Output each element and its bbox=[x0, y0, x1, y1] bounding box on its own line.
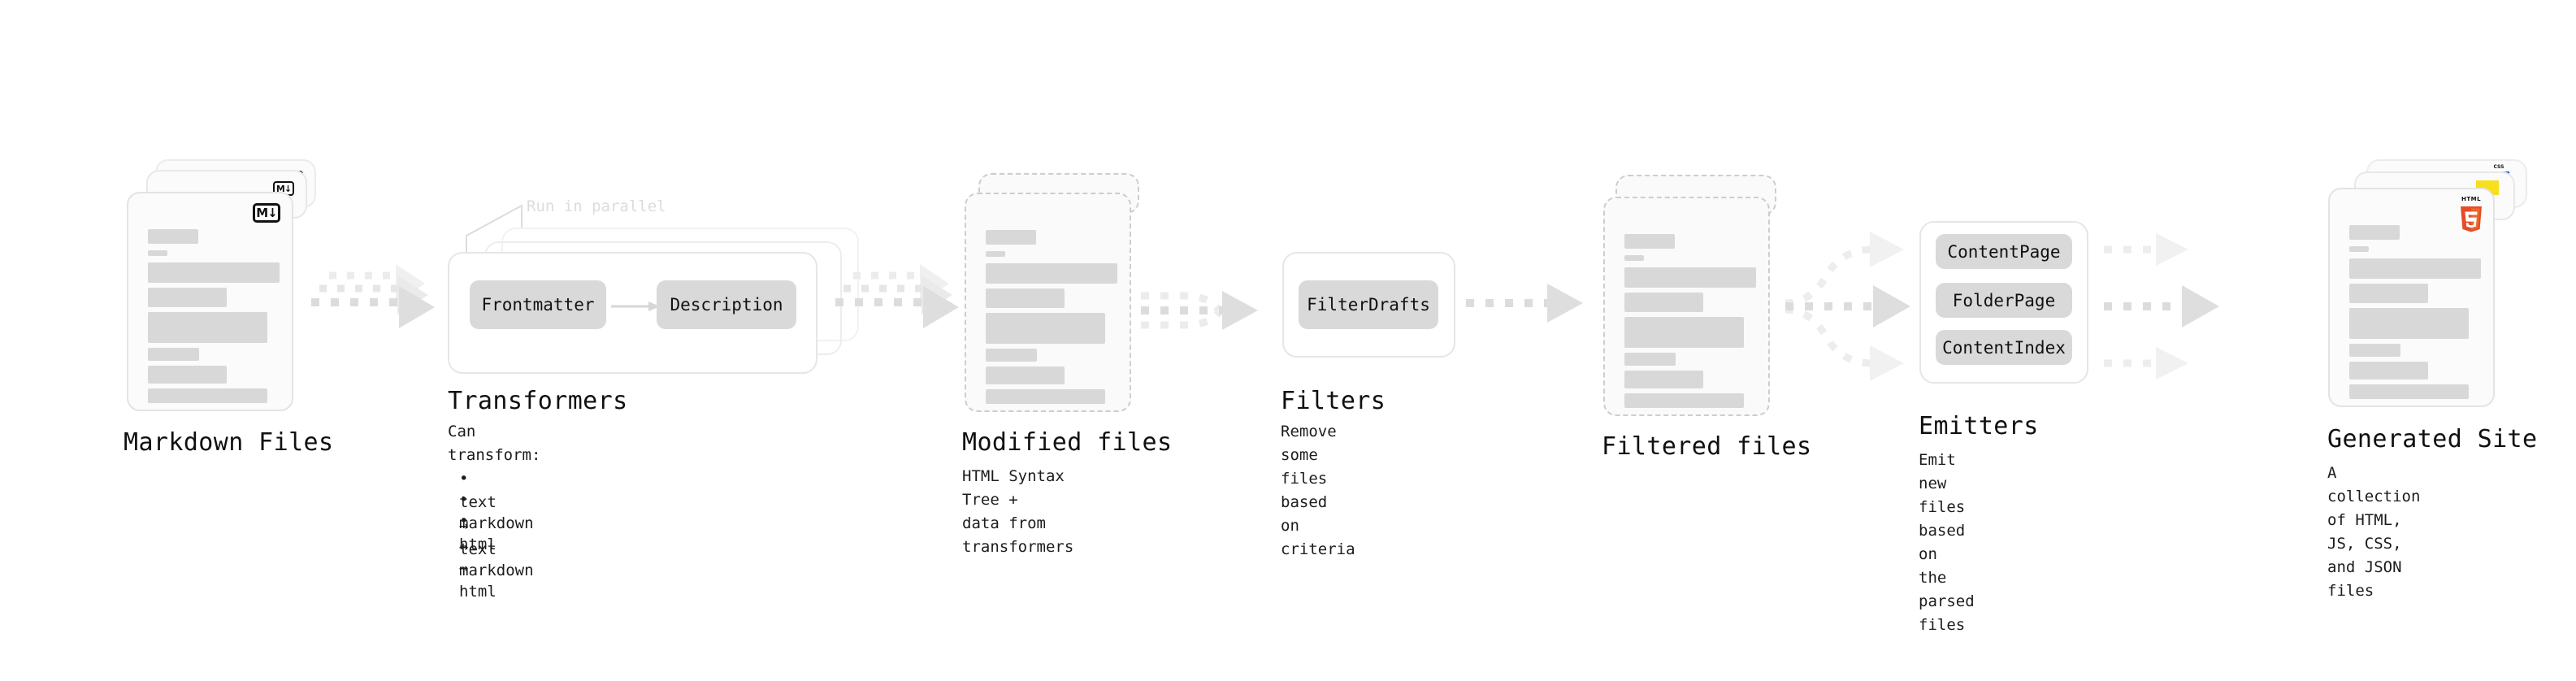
emitter-chip-folderpage: FolderPage bbox=[1936, 283, 2072, 318]
transformer-bullet-0: • text → text bbox=[459, 444, 497, 562]
skeleton-bar bbox=[148, 388, 267, 403]
arrow-transformers-to-modified-files bbox=[835, 264, 959, 328]
modified-file-sheet-front bbox=[965, 193, 1131, 412]
markdown-badge-label: M↓ bbox=[253, 203, 280, 223]
arrow-modified-files-to-filters bbox=[1141, 291, 1258, 330]
bullet-marker: • bbox=[459, 512, 478, 530]
html5-wordmark: HTML bbox=[2461, 196, 2482, 202]
skeleton-bar bbox=[148, 348, 199, 361]
stage-title-generated-site: Generated Site bbox=[2327, 425, 2538, 453]
stage-title-filters: Filters bbox=[1281, 387, 1386, 415]
emitter-chip-contentindex: ContentIndex bbox=[1936, 330, 2072, 365]
stage-desc-filters: Remove some files based on criteria bbox=[1281, 423, 1355, 558]
stage-desc-modified-files: HTML Syntax Tree + data from transformer… bbox=[962, 467, 1074, 556]
markdown-file-sheet-front: M↓ bbox=[127, 192, 293, 411]
skeleton-bar bbox=[1624, 371, 1703, 388]
bullet-text: html → html bbox=[459, 536, 497, 601]
transformer-chip-label: Frontmatter bbox=[481, 295, 595, 314]
skeleton-bar bbox=[986, 251, 1005, 257]
transformer-bullet-1: • markdown → markdown bbox=[459, 465, 534, 583]
bullet-marker: • bbox=[459, 470, 478, 488]
skeleton-bar bbox=[2349, 308, 2469, 339]
skeleton-bar bbox=[1624, 267, 1756, 288]
skeleton-bar bbox=[1624, 393, 1744, 408]
skeleton-bar bbox=[148, 366, 227, 384]
stage-title-markdown-files: Markdown Files bbox=[124, 428, 334, 457]
html5-icon: HTML bbox=[2459, 196, 2483, 232]
transformer-flow-arrow bbox=[611, 301, 660, 311]
filter-chip-label: FilterDrafts bbox=[1307, 295, 1430, 314]
emitter-chip-contentpage: ContentPage bbox=[1936, 234, 2072, 269]
arrow-emitters-to-generated-site bbox=[2104, 233, 2219, 380]
skeleton-bar bbox=[986, 288, 1065, 308]
stage-title-modified-files: Modified files bbox=[962, 428, 1173, 457]
transformer-chip-label: Description bbox=[670, 295, 783, 314]
css-badge-label: CSS bbox=[2493, 164, 2504, 170]
generated-file-sheet-html: HTML bbox=[2328, 188, 2495, 407]
arrow-markdown-to-transformers bbox=[311, 264, 435, 328]
emitter-chip-label: ContentIndex bbox=[1942, 337, 2066, 358]
stage-title-transformers: Transformers bbox=[448, 387, 628, 415]
stage-title-filtered-files: Filtered files bbox=[1602, 432, 1812, 461]
skeleton-bar bbox=[1624, 293, 1703, 312]
skeleton-bar bbox=[148, 250, 167, 256]
skeleton-bar bbox=[986, 367, 1065, 384]
transformer-chip-description: Description bbox=[657, 280, 796, 329]
stage-desc-transformers: Can transform: bbox=[448, 423, 541, 464]
skeleton-bar bbox=[986, 263, 1117, 284]
skeleton-bar bbox=[2349, 384, 2469, 399]
skeleton-bar bbox=[148, 262, 280, 283]
transformer-bullet-2: • html → html bbox=[459, 486, 497, 604]
skeleton-bar bbox=[986, 349, 1037, 362]
stage-desc-generated-site: A collection of HTML, JS, CSS, and JSON … bbox=[2327, 464, 2421, 600]
skeleton-bar bbox=[986, 230, 1036, 245]
skeleton-bar bbox=[1624, 255, 1644, 261]
emitter-chip-label: FolderPage bbox=[1952, 290, 2056, 310]
skeleton-bar bbox=[2349, 258, 2481, 279]
skeleton-bar bbox=[2349, 284, 2428, 303]
skeleton-bar bbox=[1624, 317, 1744, 348]
markdown-icon: M↓ bbox=[253, 203, 280, 223]
filter-chip-filterdrafts: FilterDrafts bbox=[1299, 280, 1438, 329]
skeleton-bar bbox=[148, 229, 198, 244]
bullet-text: markdown → markdown bbox=[459, 514, 534, 579]
filtered-file-sheet-front bbox=[1603, 197, 1770, 416]
run-in-parallel-label: Run in parallel bbox=[527, 197, 666, 215]
skeleton-bar bbox=[986, 313, 1105, 344]
skeleton-bar bbox=[148, 312, 267, 343]
skeleton-bar bbox=[1624, 353, 1676, 366]
arrow-filters-to-filtered-files bbox=[1466, 284, 1583, 323]
skeleton-bar bbox=[2349, 344, 2400, 357]
transformer-chip-frontmatter: Frontmatter bbox=[470, 280, 606, 329]
skeleton-bar bbox=[2349, 246, 2369, 252]
stage-title-emitters: Emitters bbox=[1919, 412, 2039, 440]
skeleton-bar bbox=[1624, 234, 1675, 249]
skeleton-bar bbox=[986, 389, 1105, 404]
bullet-marker: • bbox=[459, 491, 478, 509]
stage-desc-emitters: Emit new files based on the parsed files bbox=[1919, 451, 1975, 634]
skeleton-bar bbox=[2349, 362, 2428, 380]
emitter-chip-label: ContentPage bbox=[1947, 241, 2061, 262]
skeleton-bar bbox=[2349, 225, 2400, 240]
bullet-text: text → text bbox=[459, 493, 497, 558]
skeleton-bar bbox=[148, 288, 227, 307]
arrow-filtered-files-to-emitters bbox=[1785, 232, 1910, 381]
